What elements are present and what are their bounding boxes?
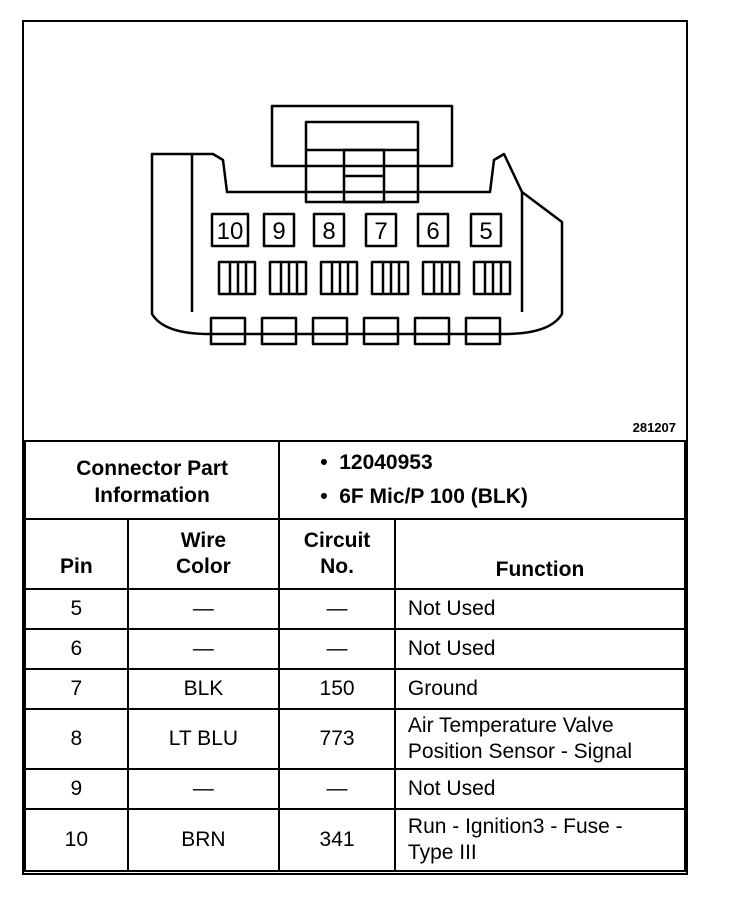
pin-cell: 6 — [24, 628, 129, 670]
wire-cell: — — [126, 588, 281, 630]
table-row: 9 — — Not Used — [24, 768, 687, 810]
function-cell: Not Used — [393, 768, 687, 810]
connector-info-items: 12040953 6F Mic/P 100 (BLK) — [278, 440, 686, 520]
connector-description: 6F Mic/P 100 (BLK) — [320, 480, 684, 514]
pin-cell: 7 — [24, 668, 129, 710]
header-wire-color: Wire Color — [126, 518, 281, 590]
pin-label-8: 8 — [322, 218, 335, 245]
wire-cell: — — [126, 628, 281, 670]
bottom-tabs — [209, 316, 502, 346]
connector-table: Connector Part Information 12040953 6F M… — [23, 440, 687, 872]
pin-label-5: 5 — [479, 218, 492, 245]
pin-cell: 5 — [24, 588, 129, 630]
pin-cell: 9 — [24, 768, 129, 810]
connector-info-label: Connector Part Information — [23, 440, 281, 520]
locking-tab-inner — [304, 120, 420, 204]
connector-info-row: Connector Part Information 12040953 6F M… — [23, 440, 686, 520]
function-cell: Not Used — [393, 588, 687, 630]
connector-housing — [150, 152, 564, 336]
pin-cell: 10 — [24, 808, 129, 872]
circuit-cell: 341 — [278, 808, 396, 872]
wire-cell: — — [126, 768, 281, 810]
function-cell: Ground — [393, 668, 687, 710]
header-pin: Pin — [24, 518, 129, 590]
function-cell: Air Temperature Valve Position Sensor - … — [393, 708, 687, 770]
pin-label-10: 10 — [217, 218, 244, 245]
header-function: Function — [393, 518, 687, 590]
locking-tab — [270, 104, 454, 168]
wire-cell: BLK — [126, 668, 281, 710]
table-row: 10 BRN 341 Run - Ignition3 - Fuse - Type… — [24, 808, 687, 872]
pin-label-7: 7 — [374, 218, 387, 245]
circuit-cell: — — [278, 628, 396, 670]
pin-label-6: 6 — [426, 218, 439, 245]
circuit-cell: 150 — [278, 668, 396, 710]
connector-drawing: 10 9 8 7 6 5 281207 — [24, 22, 686, 440]
table-row: 8 LT BLU 773 Air Temperature Valve Posit… — [24, 708, 687, 770]
pin-boxes — [210, 212, 503, 248]
wire-cell: BRN — [126, 808, 281, 872]
figure-number: 281207 — [632, 420, 676, 435]
function-cell: Not Used — [393, 628, 687, 670]
function-cell: Run - Ignition3 - Fuse - Type III — [393, 808, 687, 872]
table-row: 6 — — Not Used — [24, 628, 687, 670]
circuit-cell: 773 — [278, 708, 396, 770]
connector-outline-svg: 10 9 8 7 6 5 — [150, 104, 564, 346]
connector-sheet: 10 9 8 7 6 5 281207 Connector Part Infor… — [22, 20, 688, 875]
terminal-slots — [217, 260, 512, 296]
circuit-cell: — — [278, 588, 396, 630]
header-circuit: Circuit No. — [278, 518, 396, 590]
circuit-cell: — — [278, 768, 396, 810]
table-row: 7 BLK 150 Ground — [24, 668, 687, 710]
wire-cell: LT BLU — [126, 708, 281, 770]
header-row: Pin Wire Color Circuit No. Function — [24, 518, 687, 590]
table-row: 5 — — Not Used — [24, 588, 687, 630]
pin-label-9: 9 — [272, 218, 285, 245]
pin-cell: 8 — [24, 708, 129, 770]
connector-part-number: 12040953 — [320, 446, 684, 480]
